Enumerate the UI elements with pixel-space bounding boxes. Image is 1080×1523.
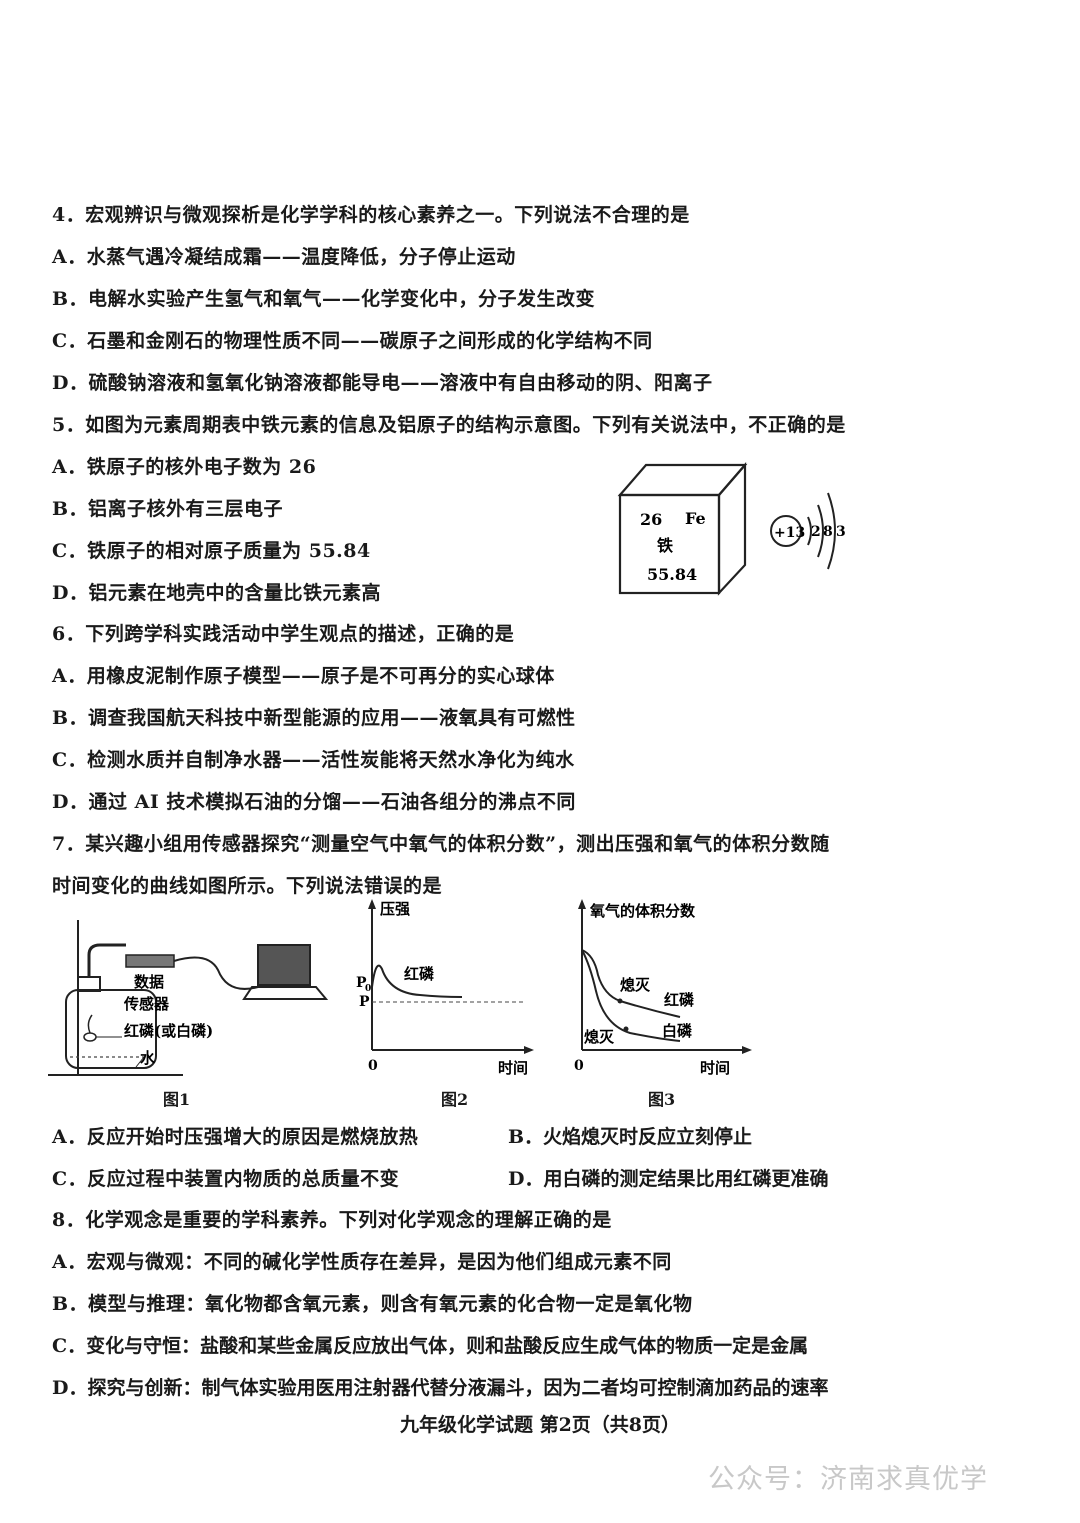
q4-option-c: C．石墨和金刚石的物理性质不同——碳原子之间形成的化学结构不同 bbox=[52, 330, 653, 352]
label-data: 数据 bbox=[134, 973, 164, 991]
q4-stem: 4．宏观辨识与微观探析是化学学科的核心素养之一。下列说法不合理的是 bbox=[52, 204, 690, 226]
element-symbol: Fe bbox=[685, 509, 706, 528]
nucleus-circle bbox=[770, 515, 802, 547]
q4-option-d: D．硫酸钠溶液和氢氧化钠溶液都能导电——溶液中有自由移动的阴、阳离子 bbox=[52, 372, 713, 394]
connecting-tube bbox=[87, 943, 126, 977]
x-label: 时间 bbox=[498, 1059, 528, 1077]
bottle-stopper bbox=[77, 976, 101, 992]
y-label: 压强 bbox=[380, 900, 410, 918]
q7-option-b: B．火焰熄灭时反应立刻停止 bbox=[508, 1126, 753, 1148]
flame-icon bbox=[87, 1014, 93, 1034]
y-axis-arrow bbox=[368, 899, 376, 909]
red-extinguish-point bbox=[617, 998, 623, 1004]
p0-label: P bbox=[356, 975, 367, 991]
element-cube bbox=[617, 462, 748, 596]
q4-option-b: B．电解水实验产生氢气和氧气——化学变化中，分子发生改变 bbox=[52, 288, 596, 310]
q8-stem: 8．化学观念是重要的学科素养。下列对化学观念的理解正确的是 bbox=[52, 1209, 612, 1231]
q6-option-c: C．检测水质并自制净水器——活性炭能将天然水净化为纯水 bbox=[52, 749, 575, 771]
nucleus-charge: +13 bbox=[774, 525, 805, 541]
q5-option-a: A．铁原子的核外电子数为 26 bbox=[52, 456, 317, 478]
x-axis-arrow bbox=[524, 1046, 534, 1054]
figure3-oxygen-chart: 氧气的体积分数 熄灭 红磷 熄灭 白磷 0 时间 bbox=[574, 899, 752, 1077]
q4-option-a: A．水蒸气遇冷凝结成霜——温度降低，分子停止运动 bbox=[52, 246, 516, 268]
red-out-label: 熄灭 bbox=[620, 976, 651, 994]
shell-arc-2 bbox=[817, 504, 824, 558]
label-pointer-water bbox=[135, 1056, 145, 1068]
figure2-pressure-chart: 压强 P 0 P 红磷 0 时间 bbox=[356, 899, 534, 1077]
white-extinguish-point bbox=[623, 1026, 629, 1032]
element-info-figure: 26 Fe 铁 55.84 +13 2 8 3 bbox=[617, 462, 846, 596]
red-phosphorus-curve bbox=[581, 949, 681, 1018]
shell-1-electrons: 2 bbox=[811, 524, 821, 540]
element-name: 铁 bbox=[657, 536, 673, 555]
aluminium-atom-diagram: +13 2 8 3 bbox=[770, 492, 846, 570]
origin-label: 0 bbox=[368, 1058, 378, 1074]
q7-option-a: A．反应开始时压强增大的原因是燃烧放热 bbox=[52, 1126, 419, 1148]
origin-label: 0 bbox=[574, 1058, 584, 1074]
shell-arc-1 bbox=[807, 516, 812, 546]
q6-option-a: A．用橡皮泥制作原子模型——原子是不可再分的实心球体 bbox=[52, 665, 555, 687]
label-water: 水 bbox=[140, 1049, 156, 1067]
figure2-caption: 图2 bbox=[441, 1090, 469, 1109]
label-phosphorus: 红磷(或白磷) bbox=[124, 1022, 213, 1040]
figure1-apparatus: 数据 传感器 红磷(或白磷) 水 bbox=[48, 920, 329, 1076]
q7-option-d: D．用白磷的测定结果比用红磷更准确 bbox=[508, 1168, 829, 1190]
white-out-label: 熄灭 bbox=[584, 1028, 615, 1046]
p0-subscript: 0 bbox=[365, 984, 371, 994]
q7-stem-line2: 时间变化的曲线如图所示。下列说法错误的是 bbox=[52, 875, 443, 897]
figure1-caption: 图1 bbox=[163, 1090, 191, 1109]
q6-option-d: D．通过 AI 技术模拟石油的分馏——石油各组分的沸点不同 bbox=[52, 791, 576, 813]
q8-option-d: D．探究与创新：制气体实验用医用注射器代替分液漏斗，因为二者均可控制滴加药品的速… bbox=[52, 1377, 829, 1399]
shell-3-electrons: 3 bbox=[836, 524, 846, 540]
q5-option-d: D．铝元素在地壳中的含量比铁元素高 bbox=[52, 582, 381, 604]
element-number: 26 bbox=[640, 510, 662, 529]
sensor-probe bbox=[125, 954, 175, 968]
pressure-curve bbox=[371, 964, 463, 998]
laptop-screen bbox=[257, 944, 311, 986]
shell-arc-3 bbox=[827, 492, 836, 570]
element-mass: 55.84 bbox=[647, 565, 697, 584]
y-label: 氧气的体积分数 bbox=[589, 902, 696, 920]
x-axis-arrow bbox=[742, 1046, 752, 1054]
q8-option-a: A．宏观与微观：不同的碱化学性质存在差异，是因为他们组成元素不同 bbox=[52, 1251, 672, 1273]
curve-label: 红磷 bbox=[404, 965, 435, 983]
label-sensor: 传感器 bbox=[123, 995, 170, 1013]
q8-option-c: C．变化与守恒：盐酸和某些金属反应放出气体，则和盐酸反应生成气体的物质一定是金属 bbox=[52, 1335, 809, 1357]
q5-option-c: C．铁原子的相对原子质量为 55.84 bbox=[52, 540, 371, 562]
q8-option-b: B．模型与推理：氧化物都含氧元素，则含有氧元素的化合物一定是氧化物 bbox=[52, 1293, 693, 1315]
phosphorus-spoon bbox=[83, 1032, 97, 1042]
laptop-base bbox=[242, 986, 329, 1000]
white-phosphorus-curve bbox=[581, 949, 681, 1042]
x-label: 时间 bbox=[700, 1059, 730, 1077]
white-curve-label: 白磷 bbox=[662, 1022, 693, 1040]
p-label: P bbox=[359, 994, 370, 1010]
q7-option-c: C．反应过程中装置内物质的总质量不变 bbox=[52, 1168, 400, 1190]
q5-stem: 5．如图为元素周期表中铁元素的信息及铝原子的结构示意图。下列有关说法中，不正确的… bbox=[52, 414, 846, 436]
y-axis-arrow bbox=[578, 899, 586, 909]
q5-option-b: B．铝离子核外有三层电子 bbox=[52, 498, 284, 520]
figure3-caption: 图3 bbox=[648, 1090, 676, 1109]
watermark: 公众号：济南求真优学 bbox=[708, 1464, 988, 1495]
q6-option-b: B．调查我国航天科技中新型能源的应用——液氧具有可燃性 bbox=[52, 707, 576, 729]
sensor-cable bbox=[173, 956, 259, 990]
q6-stem: 6．下列跨学科实践活动中学生观点的描述，正确的是 bbox=[52, 623, 515, 645]
shell-2-electrons: 8 bbox=[823, 524, 833, 540]
page-footer: 九年级化学试题 第2页（共8页） bbox=[399, 1414, 681, 1436]
red-curve-label: 红磷 bbox=[664, 991, 695, 1009]
gas-bottle bbox=[65, 989, 157, 1069]
q7-stem-line1: 7．某兴趣小组用传感器探究“测量空气中氧气的体积分数”，测出压强和氧气的体积分数… bbox=[52, 833, 830, 855]
